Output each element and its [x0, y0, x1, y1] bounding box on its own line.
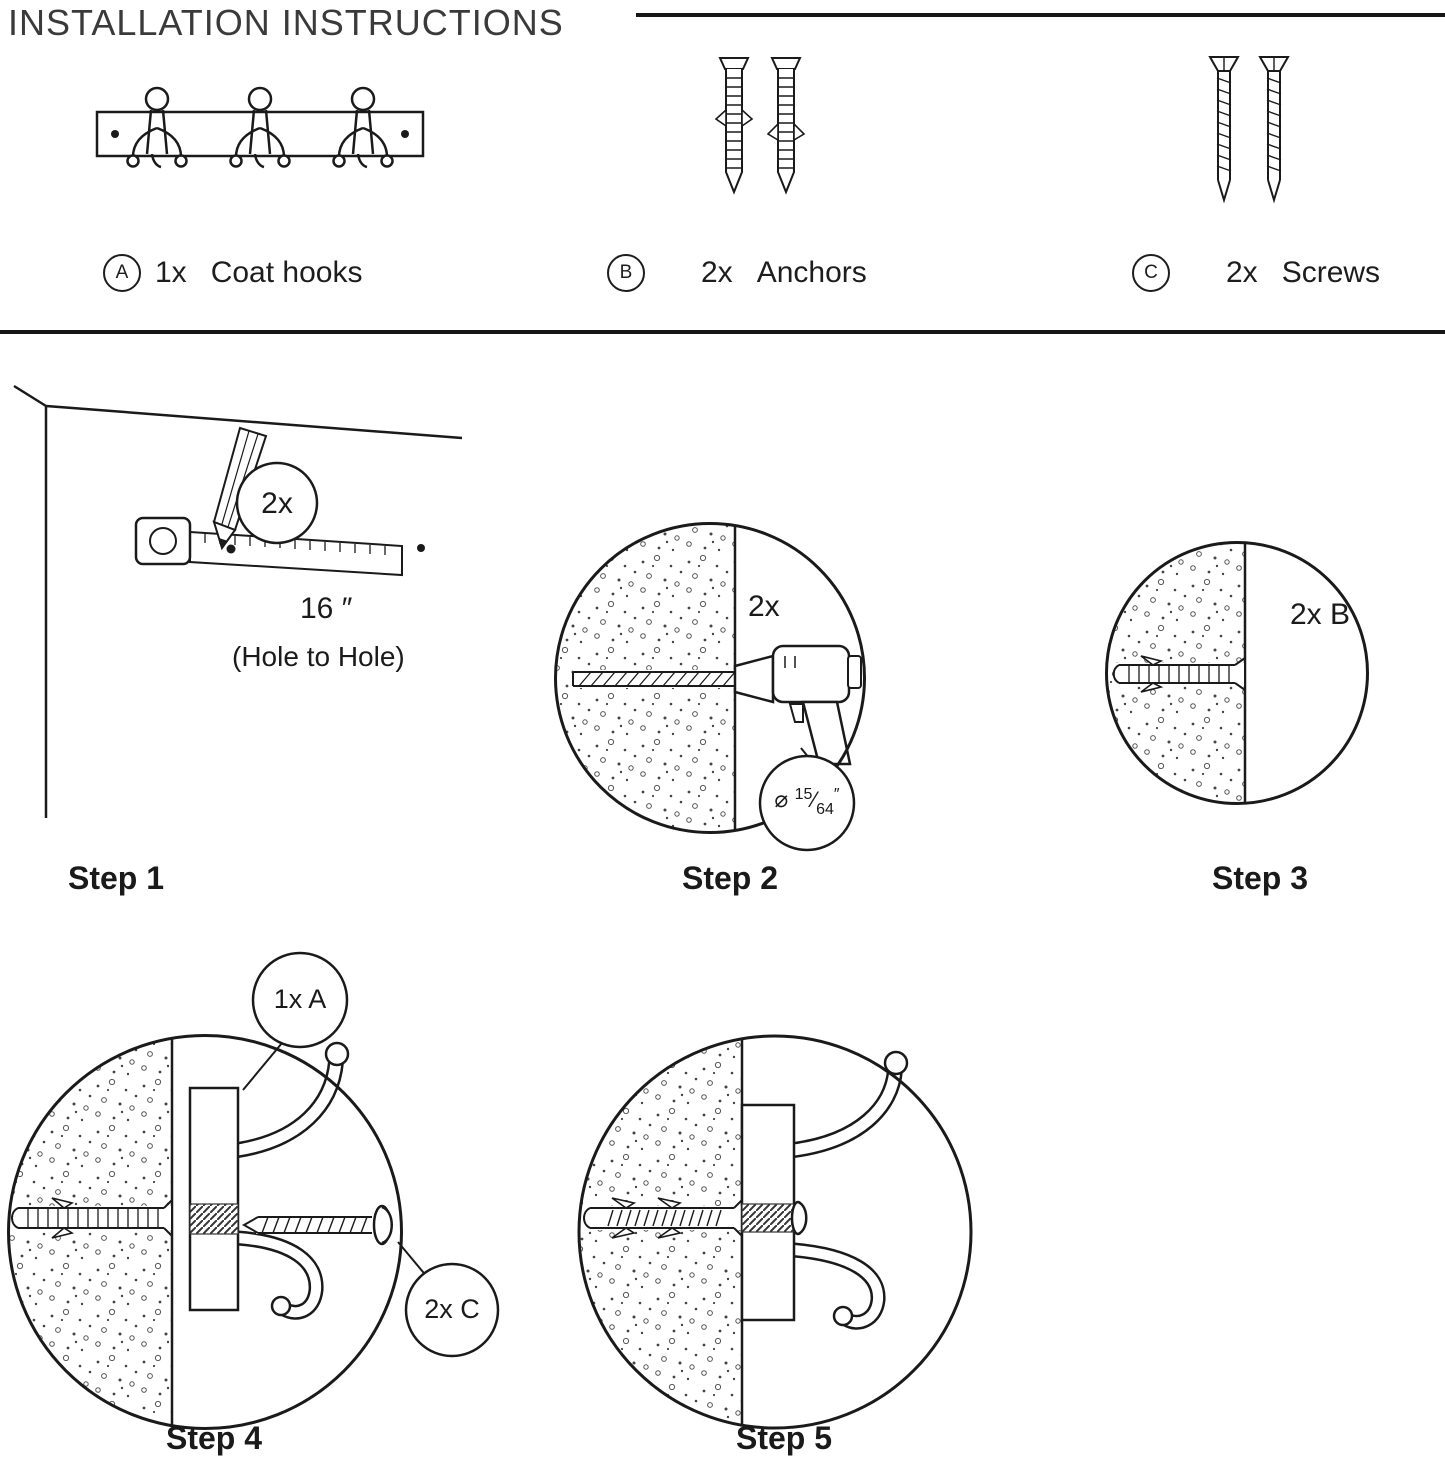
section-divider	[0, 330, 1445, 334]
coat-hook-side-view	[188, 1041, 350, 1320]
wall-section	[8, 1035, 172, 1429]
step3-qty-text: 2x B	[1290, 598, 1351, 631]
step3-illustration	[1105, 541, 1369, 805]
step4-label: Step 4	[166, 1420, 263, 1456]
part-label-coat-hooks: A 1x Coat hooks	[103, 254, 362, 292]
part-label-screws: C 2x Screws	[1132, 254, 1380, 292]
part-qty-a: 1x	[155, 256, 187, 289]
step-circle	[554, 522, 866, 834]
screw	[1208, 56, 1240, 204]
anchors-illustration	[714, 57, 806, 195]
part-name-c: Screws	[1281, 256, 1381, 289]
step1-qty-text: 2x	[261, 487, 293, 520]
fraction-slash: ⁄	[812, 787, 817, 812]
step-circle	[7, 1034, 403, 1430]
diameter-unit: ″	[833, 786, 840, 803]
hook	[332, 86, 394, 169]
diameter-denominator: 64	[816, 801, 834, 818]
qty-bubble	[235, 461, 319, 545]
step4-screw-callout-text: 2x C	[424, 1294, 480, 1324]
screw-side-view	[241, 1204, 393, 1246]
step2-qty-text: 2x	[748, 590, 780, 623]
callout-pointer-c	[397, 1241, 429, 1279]
screw-callout-bubble	[404, 1262, 500, 1358]
step-circle	[1105, 541, 1369, 805]
step2-illustration	[554, 522, 866, 852]
coat-hooks-illustration	[95, 86, 425, 169]
wall-corner-lines	[13, 384, 463, 818]
part-qty-b: 2x	[701, 256, 733, 289]
pencil	[212, 426, 268, 551]
mounting-plate	[188, 1086, 240, 1312]
part-name-a: Coat hooks	[210, 256, 363, 289]
anchor-in-wall	[1112, 655, 1246, 693]
anchor-with-screw	[583, 1197, 743, 1239]
step1-distance-text: 16 ″	[300, 592, 353, 625]
coat-hook-side-view	[740, 1050, 909, 1330]
anchor-in-wall	[11, 1197, 173, 1239]
part-qty-c: 2x	[1226, 256, 1258, 289]
part-letter-a-badge: A	[103, 254, 141, 292]
step5-illustration	[577, 1034, 973, 1430]
screws-illustration	[1208, 56, 1290, 204]
part-letter-c-badge: C	[1132, 254, 1170, 292]
part-label-anchors: B 2x Anchors	[607, 254, 867, 292]
hook	[126, 86, 188, 169]
part-name-b: Anchors	[756, 256, 867, 289]
anchor	[714, 57, 754, 195]
step-circle	[577, 1034, 973, 1430]
wall-section	[579, 1036, 742, 1428]
step4-hook-callout-text: 1x A	[273, 984, 327, 1014]
diameter-callout-bubble	[758, 754, 856, 852]
step3-label: Step 3	[1212, 860, 1309, 896]
part-letter-b-badge: B	[607, 254, 645, 292]
step4-illustration	[7, 951, 500, 1430]
hook	[229, 86, 291, 169]
tape-measure	[134, 516, 425, 577]
step1-illustration	[13, 384, 463, 818]
step1-note-text: (Hole to Hole)	[232, 641, 405, 672]
step2-label: Step 2	[682, 860, 779, 896]
step2-diameter-callout-text: ⌀ 15⁄64″	[757, 786, 857, 819]
step5-label: Step 5	[736, 1420, 833, 1456]
hook-callout-bubble	[251, 951, 349, 1049]
diameter-numerator: 15	[794, 786, 813, 803]
step1-label: Step 1	[68, 860, 165, 896]
title-rule	[636, 13, 1445, 17]
screw	[1258, 56, 1290, 204]
diameter-symbol: ⌀	[774, 786, 795, 812]
anchor	[766, 57, 806, 195]
page-title: INSTALLATION INSTRUCTIONS	[8, 2, 564, 43]
callout-pointer-a	[242, 1042, 283, 1091]
drill	[572, 644, 862, 766]
